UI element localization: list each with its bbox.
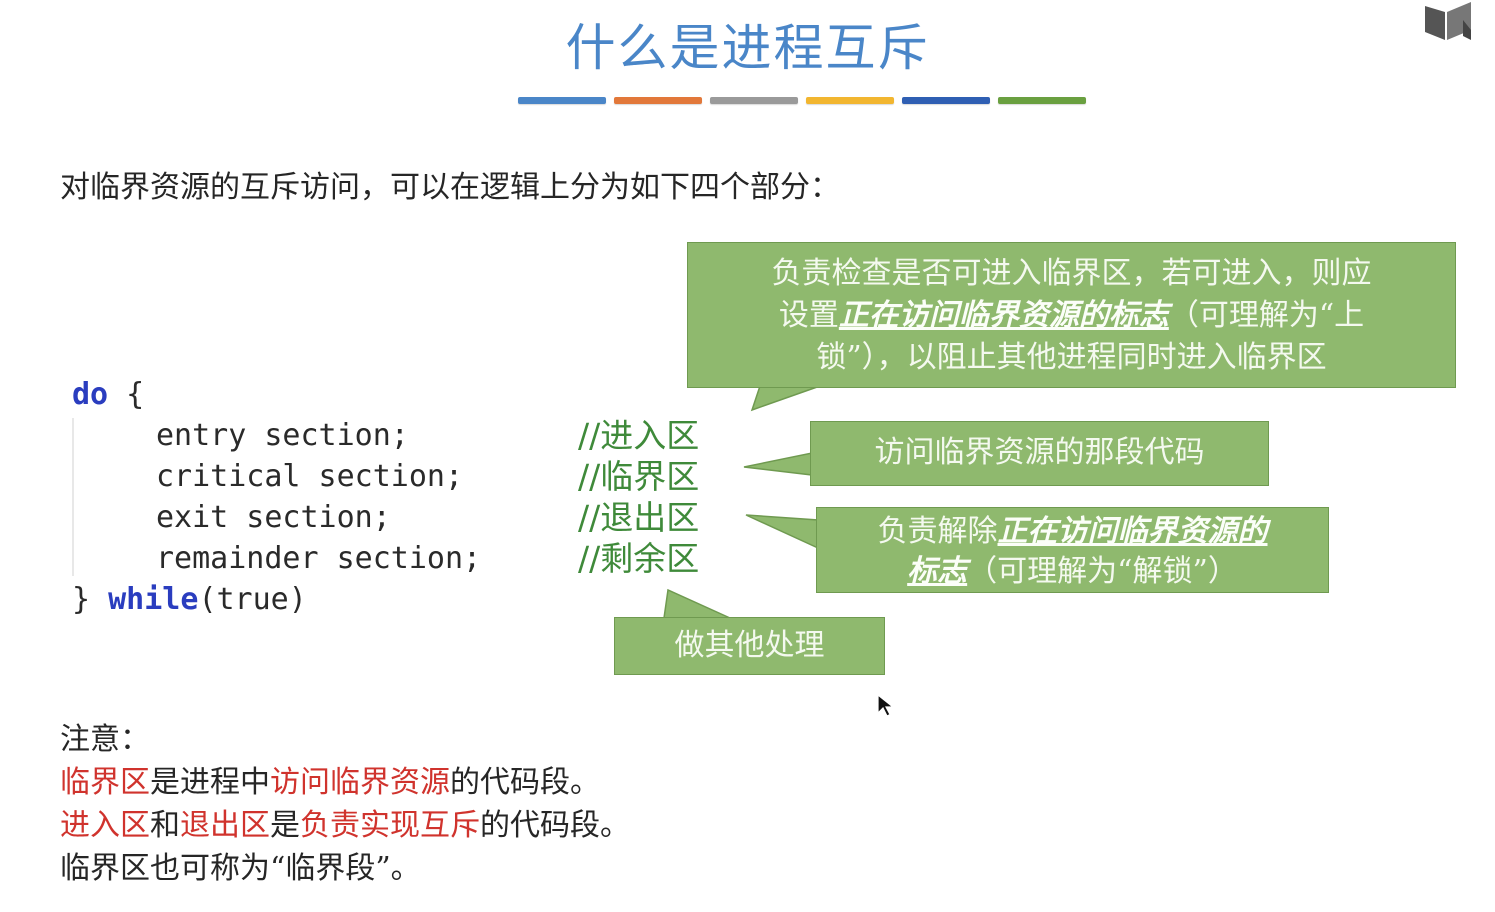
code-line-critical: critical section; [156, 459, 464, 494]
indent-guide [72, 418, 74, 576]
code-line-exit: exit section; [156, 500, 391, 535]
note-line-2: 进入区和退出区是负责实现互斥的代码段。 [60, 804, 630, 847]
note-l1-seg4: 的代码段。 [450, 765, 600, 800]
callout-entry-line2: 设置正在访问临界资源的标志（可理解为“上 [688, 295, 1455, 337]
note-l2-seg5: 负责实现互斥 [300, 808, 480, 843]
underline-bar-1 [518, 97, 606, 104]
intro-text: 对临界资源的互斥访问，可以在逻辑上分为如下四个部分： [60, 170, 840, 205]
callout-exit-line2: 标志（可理解为“解锁”） [817, 552, 1328, 592]
callout-exit-post: （可理解为“解锁”） [967, 554, 1238, 589]
callout-exit-pre: 负责解除 [877, 514, 998, 549]
code-line-while: } while(true) [72, 579, 481, 620]
code-block: do { entry section; critical section; ex… [72, 374, 481, 620]
underline-bar-6 [998, 97, 1086, 104]
callout-remainder-text: 做其他处理 [674, 628, 825, 663]
callout-entry-line3: 锁”），以阻止其他进程同时进入临界区 [816, 340, 1327, 375]
comment-remainder: //剩余区 [578, 539, 700, 578]
callout-entry-emphasis: 正在访问临界资源的标志 [838, 298, 1169, 333]
note-l1-seg1: 临界区 [60, 765, 150, 800]
note-l1-seg3: 访问临界资源 [270, 765, 450, 800]
callout-exit-emphasis1: 正在访问临界资源的 [997, 514, 1268, 549]
underline-bar-4 [806, 97, 894, 104]
close-brace: } [72, 582, 109, 617]
note-l2-seg6: 的代码段。 [480, 808, 630, 843]
callout-exit-line1: 负责解除正在访问临界资源的 [817, 512, 1328, 552]
callout-entry-line1: 负责检查是否可进入临界区，若可进入，则应 [771, 256, 1372, 291]
code-line-remainder: remainder section; [156, 541, 482, 576]
code-line-do: do { [72, 374, 481, 415]
mouse-cursor-icon [877, 693, 895, 717]
callout-exit-emphasis2: 标志 [907, 554, 968, 589]
comment-critical: //临界区 [578, 457, 700, 496]
note-heading: 注意： [60, 722, 150, 757]
comment-exit: //退出区 [578, 498, 700, 537]
note-l2-seg1: 进入区 [60, 808, 150, 843]
note-section: 注意： 临界区是进程中访问临界资源的代码段。 进入区和退出区是负责实现互斥的代码… [60, 718, 630, 890]
callout-exit: 负责解除正在访问临界资源的 标志（可理解为“解锁”） [816, 507, 1329, 593]
underline-bar-3 [710, 97, 798, 104]
callout-remainder: 做其他处理 [614, 617, 885, 675]
callout-critical: 访问临界资源的那段代码 [810, 421, 1269, 486]
underline-bar-2 [614, 97, 702, 104]
while-condition: (true) [198, 582, 307, 617]
note-l2-seg2: 和 [150, 808, 180, 843]
code-line-entry: entry section; [156, 418, 409, 453]
callout-entry-line2-pre: 设置 [778, 298, 839, 333]
keyword-while: while [108, 582, 199, 617]
note-line-1: 临界区是进程中访问临界资源的代码段。 [60, 761, 630, 804]
note-l2-seg3: 退出区 [180, 808, 270, 843]
note-l2-seg4: 是 [270, 808, 300, 843]
open-brace: { [108, 377, 145, 412]
callout-entry-line2-post: （可理解为“上 [1168, 298, 1365, 333]
note-line-3: 临界区也可称为“临界段”。 [60, 851, 421, 886]
code-comments: //进入区 //临界区 //退出区 //剩余区 [578, 415, 699, 579]
keyword-do: do [72, 377, 109, 412]
comment-entry: //进入区 [578, 416, 700, 455]
callout-critical-text: 访问临界资源的那段代码 [874, 435, 1205, 470]
callout-entry: 负责检查是否可进入临界区，若可进入，则应 设置正在访问临界资源的标志（可理解为“… [687, 242, 1456, 388]
title-underline [518, 97, 1086, 104]
book-logo-icon [1425, 2, 1471, 40]
slide-title: 什么是进程互斥 [565, 19, 930, 77]
underline-bar-5 [902, 97, 990, 104]
note-l1-seg2: 是进程中 [150, 765, 270, 800]
